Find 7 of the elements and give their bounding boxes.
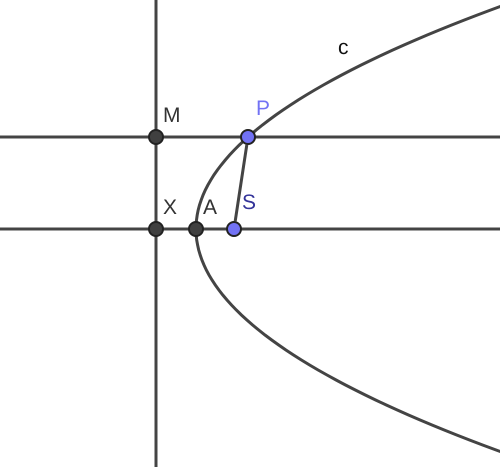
point-label: X [163,195,178,221]
point-label: A [203,195,218,221]
curve-label: c [338,35,348,61]
point-label: M [163,103,180,129]
point-label: P [256,96,270,122]
point-label: S [242,190,256,216]
line-segment [234,144,248,222]
